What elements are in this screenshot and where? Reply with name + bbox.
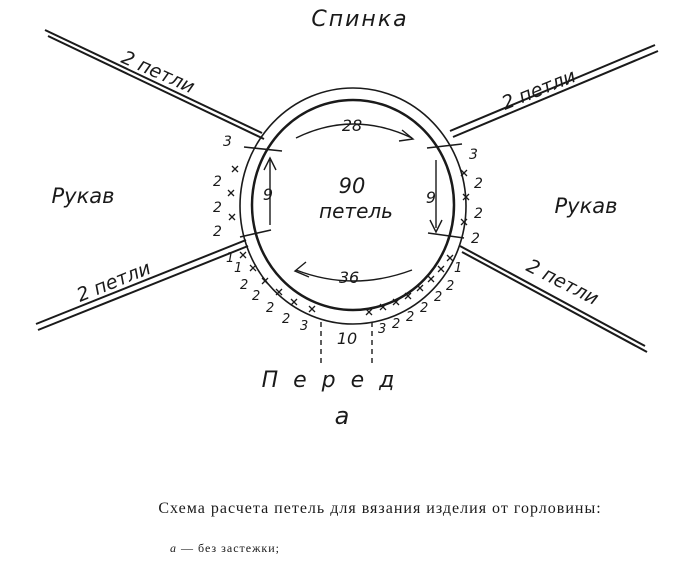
center-word: петель (319, 199, 393, 223)
stitch-count-mark: 2 (213, 174, 222, 190)
variant-letter: а (335, 402, 350, 430)
stitch-count-mark: 3 (300, 319, 308, 334)
cross-icon (437, 265, 445, 273)
cross-icon (416, 284, 424, 292)
front-label: П е р е д (262, 368, 399, 393)
raglan-line-bottom-right-2 (461, 251, 648, 353)
raglan-label-top-right: 2 петли (499, 65, 579, 115)
cross-icon (228, 213, 236, 221)
front-center-markers (320, 322, 373, 366)
stitch-count-mark: 2 (474, 206, 483, 222)
stitch-count-mark: 2 (420, 301, 428, 316)
stitch-count-mark: 2 (240, 278, 248, 293)
raglan-line-bottom-left-2 (37, 245, 249, 331)
stitch-count-mark: 2 (213, 224, 222, 240)
caption-item: а — без застежки; (170, 541, 280, 556)
stitch-count-mark: 3 (469, 147, 478, 163)
raglan-line-top-left (44, 29, 263, 134)
caption-item-text: — без застежки; (177, 541, 280, 555)
direction-arrows (263, 123, 443, 282)
stitch-count-mark: 1 (226, 251, 234, 266)
cross-icon (290, 298, 298, 306)
stitch-count-mark: 2 (471, 231, 480, 247)
right-lower-marks: 1 2 2 2 2 2 3 (378, 261, 462, 337)
neckline-inner-circle (250, 98, 456, 312)
raglan-label-top-left: 2 петли (118, 46, 198, 98)
stitch-count-mark: 2 (252, 289, 260, 304)
raglan-line-bottom-left (35, 239, 247, 325)
arrow-front (295, 269, 413, 282)
raglan-lines (35, 29, 659, 353)
stitch-count-mark: 2 (406, 310, 414, 325)
stitch-count-mark: 2 (392, 317, 400, 332)
raglan-joins (239, 143, 465, 239)
cross-icon (379, 303, 387, 311)
cross-icon (261, 277, 269, 285)
stitch-count-mark: 3 (223, 134, 232, 150)
stitch-count-mark: 2 (282, 312, 290, 327)
join-mark-top-left (243, 146, 283, 152)
cross-icon (427, 275, 435, 283)
cross-icon (460, 218, 468, 226)
arrowhead-back (398, 129, 415, 142)
left-upper-marks: 3 2 2 2 (213, 134, 232, 240)
raglan-line-top-right-2 (452, 50, 659, 138)
front-count: 36 (339, 268, 359, 287)
arrowhead-right (429, 219, 443, 234)
stitch-crosses (227, 165, 470, 316)
raglan-line-top-left-2 (47, 35, 265, 140)
arrowhead-left (263, 156, 277, 171)
cross-icon (392, 298, 400, 306)
left-lower-marks: 1 1 2 2 2 2 3 (226, 251, 308, 334)
stitch-count-mark: 2 (266, 301, 274, 316)
cross-icon (404, 292, 412, 300)
left-sleeve-count: 9 (263, 185, 273, 204)
cross-icon (275, 288, 283, 296)
sleeve-right-label: Рукав (554, 194, 617, 218)
cross-icon (231, 165, 239, 173)
stitch-count-mark: 2 (474, 176, 483, 192)
join-mark-bottom-left (239, 229, 272, 238)
arrowhead-front (293, 261, 310, 278)
stitch-count-mark: 3 (378, 322, 386, 337)
cross-icon (249, 264, 257, 272)
arrow-back (295, 123, 413, 139)
caption-item-letter: а (170, 541, 177, 555)
sleeve-left-label: Рукав (51, 184, 114, 208)
cross-icon (462, 193, 470, 201)
neckline-outer-circle (239, 87, 467, 325)
figure-caption: Схема расчета петель для вязания изделия… (158, 500, 602, 517)
cross-icon (239, 251, 247, 259)
stitch-count-mark: 2 (446, 279, 454, 294)
right-sleeve-count: 9 (426, 188, 436, 207)
front-center-count: 10 (337, 329, 357, 348)
join-mark-bottom-right (427, 232, 465, 239)
stitch-count-mark: 1 (234, 261, 242, 276)
cross-icon (227, 189, 235, 197)
neckline-scheme: Спинка Рукав Рукав П е р е д а 2 петли 2… (35, 7, 659, 430)
back-count: 28 (342, 116, 362, 135)
stitch-count-mark: 2 (434, 290, 442, 305)
raglan-line-top-right (449, 44, 656, 132)
cross-icon (365, 308, 373, 316)
back-label: Спинка (311, 7, 408, 32)
raglan-line-bottom-right (459, 245, 646, 347)
cross-icon (460, 169, 468, 177)
cross-icon (446, 254, 454, 262)
stitch-count-mark: 1 (454, 261, 462, 276)
right-upper-marks: 3 2 2 2 (469, 147, 483, 247)
join-mark-top-right (426, 143, 463, 149)
center-number: 90 (339, 174, 366, 198)
cross-icon (308, 305, 316, 313)
stitch-count-mark: 2 (213, 200, 222, 216)
